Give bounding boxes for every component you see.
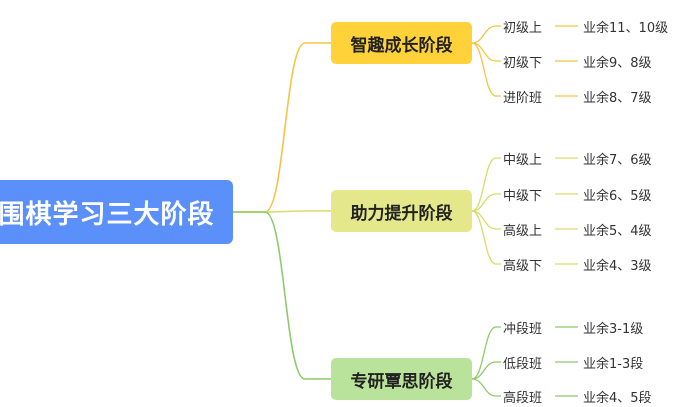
root-stage-connector — [233, 42, 331, 213]
stage-leaf-connector — [471, 25, 501, 44]
stage-node-3: 专研覃思阶段 — [331, 358, 472, 400]
root-node: 围棋学习三大阶段 — [0, 180, 233, 244]
amateur-grade: 业余7、6级 — [583, 152, 652, 168]
level-label: 高段班 — [503, 390, 543, 406]
stage-label-2: 助力提升阶段 — [350, 203, 453, 224]
level-label: 进阶班 — [503, 90, 543, 106]
stage-node-1: 智趣成长阶段 — [331, 22, 472, 64]
amateur-grade: 业余8、7级 — [583, 90, 652, 106]
amateur-grade: 业余9、8级 — [583, 55, 652, 71]
level-label: 高级上 — [503, 223, 543, 239]
amateur-grade: 业余11、10级 — [583, 20, 669, 36]
level-label: 低段班 — [503, 356, 543, 372]
amateur-grade: 业余3-1级 — [583, 321, 644, 337]
amateur-grade: 业余4、5段 — [583, 390, 652, 406]
level-label: 高级下 — [503, 258, 543, 274]
stage-leaf-connector — [471, 42, 501, 97]
stage-leaf-connector — [471, 210, 501, 230]
stage-leaf-connector — [471, 157, 501, 212]
stage-leaf-connector — [471, 378, 501, 397]
stage-label-3: 专研覃思阶段 — [350, 371, 453, 392]
level-label: 中级下 — [503, 188, 543, 204]
stage-leaf-connector — [471, 210, 501, 265]
root-label: 围棋学习三大阶段 — [0, 199, 215, 230]
level-label: 初级下 — [503, 55, 543, 71]
stage-leaf-connector — [471, 361, 501, 380]
amateur-grade: 业余5、4级 — [583, 223, 652, 239]
stage-leaf-connector — [471, 326, 501, 380]
root-stage-connector — [233, 211, 331, 380]
level-label: 冲段班 — [503, 321, 543, 337]
amateur-grade: 业余4、3级 — [583, 258, 652, 274]
amateur-grade: 业余6、5级 — [583, 188, 652, 204]
level-label: 中级上 — [503, 152, 543, 168]
stage-node-2: 助力提升阶段 — [331, 190, 472, 232]
stage-leaf-connector — [471, 42, 501, 62]
stage-label-1: 智趣成长阶段 — [350, 35, 453, 56]
amateur-grade: 业余1-3段 — [583, 356, 644, 372]
level-label: 初级上 — [503, 20, 543, 36]
stage-leaf-connector — [471, 193, 501, 212]
